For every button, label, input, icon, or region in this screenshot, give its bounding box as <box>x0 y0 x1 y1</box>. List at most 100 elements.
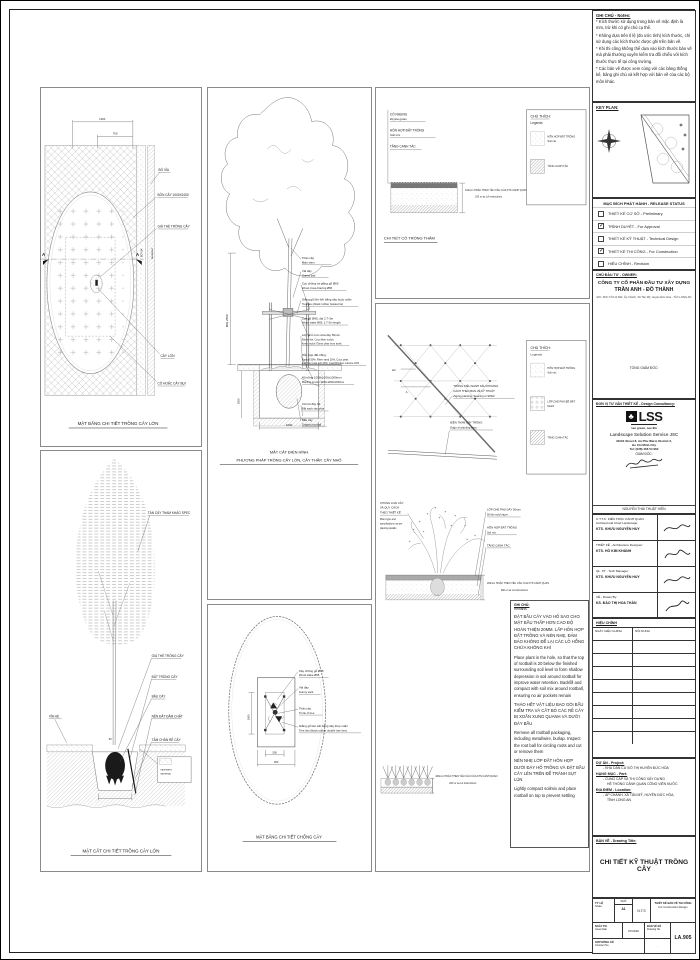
remarks-box: GHI CHÚ: Remarks ĐẶT BẦU CÂY VÀO HỐ SAO … <box>510 600 589 848</box>
d-legend-title: CHÚ THÍCH: <box>531 114 551 119</box>
d-label-1-vn: HỖN HỢP ĐẤT TRỒNG <box>390 128 425 133</box>
lss-logo-icon: ♣ <box>625 411 637 422</box>
no-label-en: Drawing No. <box>647 927 661 931</box>
contract-label-vn: HỢP ĐỒNG SỐ <box>595 940 614 944</box>
release-row: ✓ TRÌNH DUYỆT - For Approval <box>593 219 695 233</box>
part-value-1: - CUNG CẤP VÀ THI CÔNG XÂY DỰNG <box>603 777 665 781</box>
scale-value: N.T.S <box>637 908 646 913</box>
drawing-title: CHI TIẾT KỸ THUẬT TRỒNG CÂY <box>599 859 689 873</box>
panel-plan-large-tree: 1400 700 BÓ VỈA PAVEMENT A A BÓ VỈA BỒN … <box>40 87 202 447</box>
e-legend-subtitle: Legends <box>531 353 543 357</box>
e-legend-1-vn: LỚP CHE PHỦ BỀ MẶT <box>547 399 575 404</box>
c1-label-8-en: Đất sạch xáo phơi <box>302 407 325 411</box>
contract-label-cell: HỢP ĐỒNG SỐ Contract No. <box>593 939 645 953</box>
contract-value-cell: . <box>645 939 671 953</box>
panel-c2-title: MẶT BẰNG CHI TIẾT CHỐNG CÂY <box>256 835 322 840</box>
e-legend-2-vn: TẦNG CANH TÁC <box>547 435 568 439</box>
contract-value: . <box>657 944 658 948</box>
checkbox-revision <box>598 260 604 267</box>
e-grid-dim-0: A/2 <box>392 368 396 372</box>
section-marker-a-right: A <box>136 252 140 257</box>
no-label-vn: BẢN VẼ SỐ <box>647 924 662 928</box>
dim-1400: 1400 <box>99 117 106 121</box>
location-label: ĐỊA ĐIỂM - Location: <box>596 788 632 792</box>
staff-name: KS. ĐÀO THỊ HOA THÂN <box>596 600 637 605</box>
c2-dim-v: 1000 <box>246 714 250 720</box>
consultant-company: Landscape Solution Service JSC <box>609 432 679 437</box>
staff-role: C.T.T.K. KIẾN TRÚC CẢNH QUAN <box>596 517 644 521</box>
e-layer-2-vn: TẦNG CANH TÁC <box>487 543 510 547</box>
dim-pit-depth: 1000 <box>237 398 241 404</box>
note-item: * Khi thi công không thể dựa vào kích th… <box>596 46 692 64</box>
remarks-subtitle: Remarks <box>514 607 527 611</box>
c1-label-1-en: Gunny pad <box>302 273 316 277</box>
checkbox-for-approval: ✓ <box>598 223 605 230</box>
revision-empty-row <box>593 640 695 653</box>
owner-title: CHỦ ĐẦU TƯ - OWNER: <box>596 273 637 277</box>
d-legend-1-vn: TẦNG CANH TÁC <box>547 164 568 168</box>
label-via-he: VỈA HÈ <box>49 713 59 718</box>
c1-label-3-en: Tree ties (black rubber twisted tie) <box>302 302 343 306</box>
revision-empty-row <box>593 666 695 679</box>
c1-label-2-vn: Cọc chống và giằng gỗ Ø65 <box>302 281 339 286</box>
release-row: ✓ THIẾT KẾ THI CÔNG - For Construction <box>593 244 695 258</box>
label-b-1: ĐẤT TRỒNG CÂY <box>152 674 179 679</box>
part-value-2: HỆ THỐNG CẢNH QUAN CÔNG VIÊN NƯỚC <box>607 782 678 786</box>
e-legend-title: CHÚ THÍCH: <box>531 345 551 350</box>
c2-label-0-en: Wood stake Ø65 <box>299 673 320 677</box>
panel-a-title: MẶT BẰNG CHI TIẾT TRỒNG CÂY LỚN <box>78 419 159 426</box>
c1-label-5-vn: Lớp phủ mùn dừa dày 50mm <box>302 333 341 337</box>
revision-empty-row <box>593 705 695 718</box>
staff-role: THIẾT KẾ - Architecture Designer: <box>596 543 644 547</box>
e-legend-0-en: Soil mix <box>547 371 557 375</box>
release-label: THIẾT KẾ CƠ SỞ - Preliminary <box>608 211 663 217</box>
location-value-2: TỈNH LONG AN <box>607 798 631 802</box>
e-layer-1-en: Soil mix <box>487 531 497 535</box>
pavement-note-1: PAVEMENT <box>161 769 173 772</box>
e-shrub-label-5: planting details <box>380 527 397 530</box>
consultant-address-2: Ho Chi Minh City <box>632 442 656 447</box>
size-value: A1 <box>621 907 626 911</box>
checkbox-for-construction: ✓ <box>598 248 605 255</box>
note-item: * Các bản vẽ được xem cùng với các bảng … <box>596 66 690 84</box>
strip-text-pavement: PAVEMENT <box>151 247 154 259</box>
staff-row-designer: THIẾT KẾ - Architecture Designer: KTS. H… <box>593 541 695 567</box>
c1-label-7-vn: Hố trồng 1000x1000x1000mm <box>302 376 342 380</box>
release-title: MỤC ĐÍCH PHÁT HÀNH - RELEASE STATUS <box>603 201 685 206</box>
staff-row-drawn-by: VẼ - Drawn By: KS. ĐÀO THỊ HOA THÂN <box>593 593 695 617</box>
consultant-tel: Tel: (028) 466 54 960 <box>629 446 659 451</box>
part-label: HẠNG MỤC - Part: <box>596 772 628 776</box>
d-label-1-en: Soil mix <box>390 133 401 137</box>
release-row: HIỆU CHỈNH - Revision <box>593 257 695 269</box>
scale-label-cell: TỶ LỆ Scale <box>593 899 615 923</box>
staff-row-tech-manager: QL. KT - Tech Manager: KTS. KHƯU NGUYỄN … <box>593 567 695 593</box>
c2-label-2-vn: Thân cây <box>299 706 312 710</box>
drawing-no-label-cell: BẢN VẼ SỐ Drawing No. <box>645 923 671 939</box>
staff-role: QL. KT - Tech Manager: <box>596 569 629 573</box>
owner-box: CHỦ ĐẦU TƯ - OWNER: CÔNG TY CỔ PHẦN ĐẦU … <box>592 270 696 399</box>
consultant-title: ĐƠN VỊ TƯ VẤN THIẾT KẾ - Design Consulta… <box>596 402 675 406</box>
e-shrub-label-1: VÀ QUY CÁCH <box>380 506 399 510</box>
e-layer-0-vn: LỚP CHE PHỦ DÀY 50mm <box>487 507 521 512</box>
issue-date-label-cell: NGÀY PH Issue Date <box>593 923 623 939</box>
c2-dim-w2: 900 <box>274 760 279 764</box>
e-shrub-label-4: specifications as per <box>380 523 403 526</box>
panel-c1-title-1: MẶT CẮT ĐIỂN HÌNH <box>270 450 309 455</box>
e-shrub-label-2: THEO THIẾT KẾ <box>380 510 401 515</box>
revision-empty-row <box>593 731 695 744</box>
scale-label-en: Scale <box>595 905 602 908</box>
label-bon-cay: BỒN CÂY 1000X1000 <box>158 192 189 197</box>
pavement-note-2: MATERIAL <box>161 773 172 776</box>
e-grid-label2-0: BIÊN THẢM CÂY TRỒNG <box>450 420 482 425</box>
shrub-foliage-dots <box>408 507 476 543</box>
panel-shrub-groundcover: A/2 A TRỒNG KIỂU NANH SẤU KHOẢNG CÁCH TH… <box>375 303 590 872</box>
revision-col-date: NGÀY HIỆU CHỈNH <box>593 628 633 640</box>
panel-typical-planting-section: MIN 2500 1000 1000 Thân cây Main stem Vả… <box>207 87 372 600</box>
consultant-box: ĐƠN VỊ TƯ VẤN THIẾT KẾ - Design Consulta… <box>592 399 696 514</box>
panel-d-title: CHI TIẾT CỎ TRỒNG THẢM <box>384 236 435 241</box>
c1-label-5-en1: 50mm thk. Coco fiber mulch, <box>302 338 335 342</box>
label-gia-the: GIÁ THỂ TRỒNG CÂY <box>158 223 191 228</box>
revision-title: HIỆU CHỈNH <box>596 621 617 625</box>
status-cell: THIẾT KẾ BẢN VẼ THI CÔNG For Constructio… <box>651 899 695 923</box>
